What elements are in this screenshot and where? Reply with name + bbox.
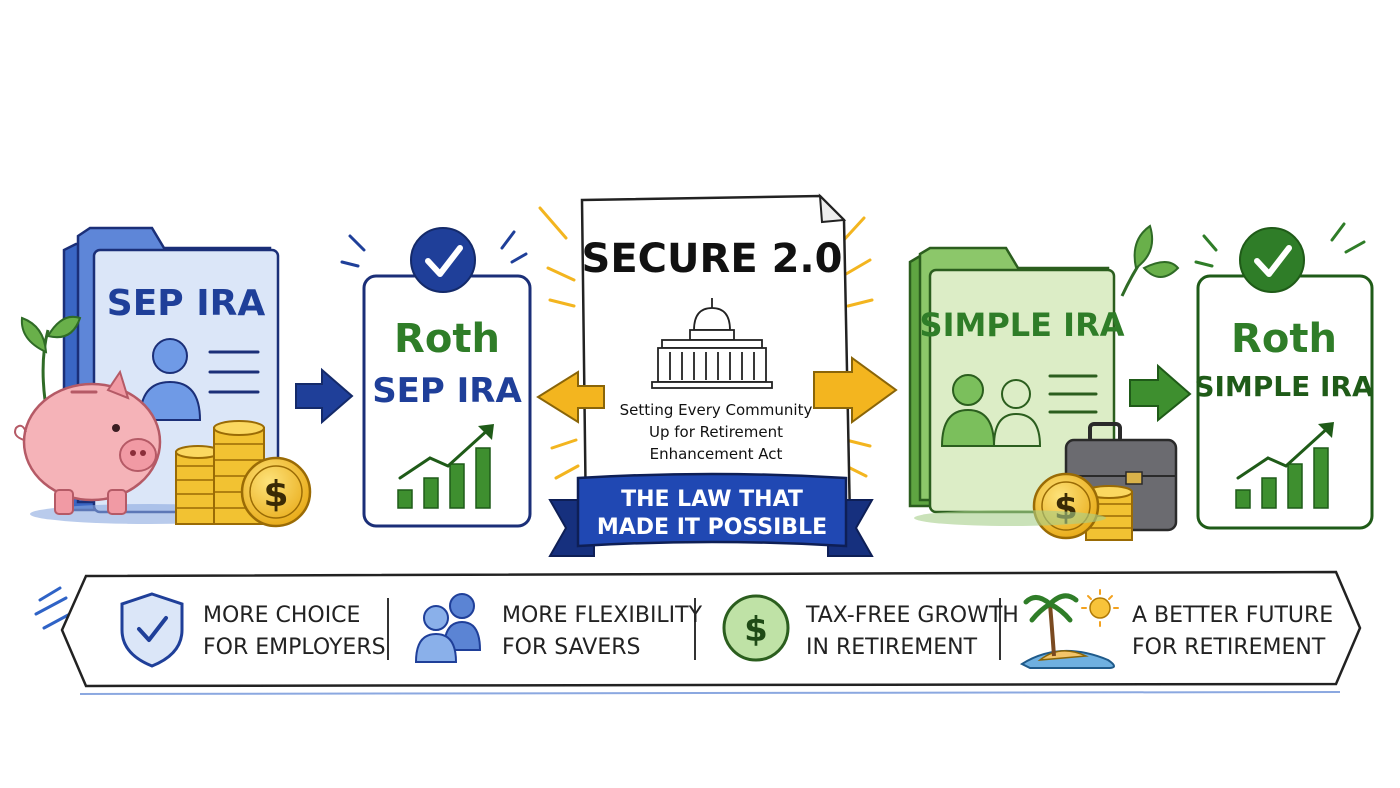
benefit-1-line1: MORE CHOICE: [203, 603, 360, 628]
benefit-2-line1: MORE FLEXIBILITY: [502, 603, 703, 628]
growth-chart-icon: [397, 424, 494, 509]
roth-simple-ira-line2: SIMPLE IRA: [1194, 370, 1374, 403]
benefit-3-line2: IN RETIREMENT: [806, 635, 978, 660]
coin-stacks-icon: [175, 420, 265, 525]
burst-line: [1194, 260, 1214, 268]
palm-island-icon: [1019, 589, 1119, 669]
growth-chart-icon: [1235, 422, 1334, 509]
secure-subtitle-1: Setting Every Community: [620, 401, 813, 419]
dollar-coin-icon: $: [240, 456, 312, 528]
arrow-right-icon: [295, 367, 354, 425]
dollar-coin-icon: $: [1032, 472, 1100, 540]
burst-line: [1344, 240, 1366, 254]
check-badge-icon: [1239, 227, 1305, 293]
sep-ira-title: SEP IRA: [107, 283, 266, 324]
simple-ira-card-group: SIMPLE IRA: [908, 224, 1180, 541]
speed-line: [42, 612, 72, 630]
arrow-right-icon: [1129, 363, 1192, 423]
benefit-3-line1: TAX-FREE GROWTH: [805, 603, 1019, 628]
dollar-coin-icon: $: [722, 594, 790, 662]
roth-simple-ira-card-group: Roth SIMPLE IRA: [1194, 222, 1374, 530]
ribbon-line-1: THE LAW THAT: [621, 487, 803, 512]
page-fold: [818, 193, 847, 224]
people-icon: [940, 374, 1042, 447]
speed-line: [38, 586, 62, 602]
burst-line: [1202, 234, 1218, 252]
speed-line: [34, 596, 68, 616]
burst-line: [340, 260, 360, 268]
arrow-left-icon: [536, 370, 605, 424]
burst-line: [1330, 222, 1346, 242]
ray-lines: [538, 206, 874, 480]
benefit-4-line2: FOR RETIREMENT: [1132, 635, 1326, 660]
check-badge-icon: [410, 227, 476, 293]
simple-ira-title: SIMPLE IRA: [920, 306, 1125, 344]
secure-2-0-document-group: SECURE 2.0 Setting Every Community Up fo…: [538, 193, 874, 557]
secure-title: SECURE 2.0: [582, 236, 843, 282]
burst-line: [500, 230, 516, 250]
benefit-1-line2: FOR EMPLOYERS: [203, 635, 386, 660]
person-icon: [138, 338, 202, 421]
benefit-4-line1: A BETTER FUTURE: [1132, 603, 1333, 628]
plant-sprout-icon: [1120, 224, 1180, 297]
law-ribbon-banner: THE LAW THAT MADE IT POSSIBLE: [548, 472, 874, 557]
capitol-building-icon: [651, 298, 773, 389]
roth-sep-ira-line2: SEP IRA: [372, 371, 522, 411]
secure-subtitle-2: Up for Retirement: [649, 423, 783, 441]
people-icon: [414, 593, 482, 663]
sep-ira-card-group: SEP IRA: [14, 226, 312, 528]
svg-text:$: $: [263, 474, 288, 515]
svg-text:$: $: [744, 610, 768, 650]
banner-underline: [79, 691, 1341, 695]
burst-line: [348, 234, 366, 252]
benefit-2-line2: FOR SAVERS: [502, 635, 640, 660]
shield-check-icon: [120, 592, 184, 668]
burst-line: [510, 252, 528, 264]
ribbon-line-2: MADE IT POSSIBLE: [597, 515, 827, 540]
roth-sep-ira-line1: Roth: [394, 316, 500, 362]
benefits-banner-frame: [60, 570, 1362, 688]
arrow-right-icon: [813, 356, 898, 424]
roth-simple-ira-line1: Roth: [1231, 316, 1337, 362]
plant-sprout-icon: [20, 315, 82, 401]
secure-subtitle-3: Enhancement Act: [650, 445, 783, 463]
benefits-banner: MORE CHOICE FOR EMPLOYERS MORE FLEXIBILI…: [34, 570, 1362, 695]
roth-sep-ira-card-group: Roth SEP IRA: [340, 227, 532, 528]
ground-shadow: [914, 510, 1106, 526]
piggy-bank-icon: [14, 369, 162, 515]
